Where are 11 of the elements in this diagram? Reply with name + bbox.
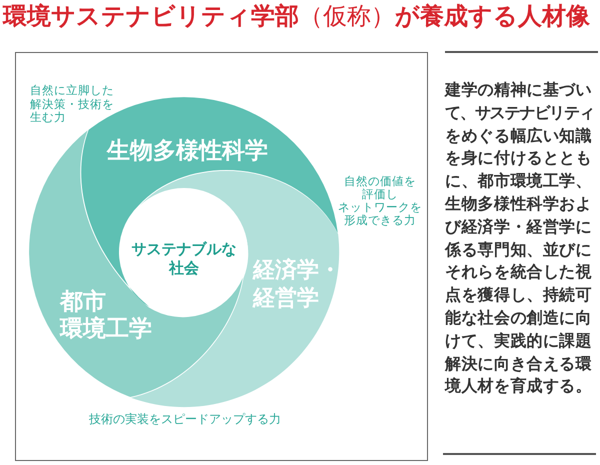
field-label: 都市環境工学 — [60, 288, 152, 342]
annotation-text: 自然に立脚した解決策・技術を生む力 — [30, 85, 114, 126]
field-label: 生物多様性科学 — [107, 136, 268, 164]
center-label: サステナブルな社会 — [132, 240, 236, 278]
annotation-text: 技術の実装をスピードアップする力 — [88, 412, 282, 427]
field-label: 経済学・経営学 — [253, 256, 341, 312]
crescent-region — [29, 129, 245, 399]
annotation-text: 自然の価値を評価しネットワークを形成できる力 — [337, 176, 423, 228]
title-heading: 環境サステナビリティ学部（仮称）が養成する人材像 — [3, 2, 590, 32]
description-paragraph: 建学の精神に基づいて、サステナビリティをめぐる幅広い知識を身に付けるとともに、都市環境工学、生物多様性科学および経済学・経営学に係る専門知、並びにそれらを統合した視点を獲得し、持続可能な社会の創造に向けて、実践的に課題解決に向き合える環境人材を育成する。 — [445, 80, 595, 398]
crescent-region — [130, 168, 340, 408]
